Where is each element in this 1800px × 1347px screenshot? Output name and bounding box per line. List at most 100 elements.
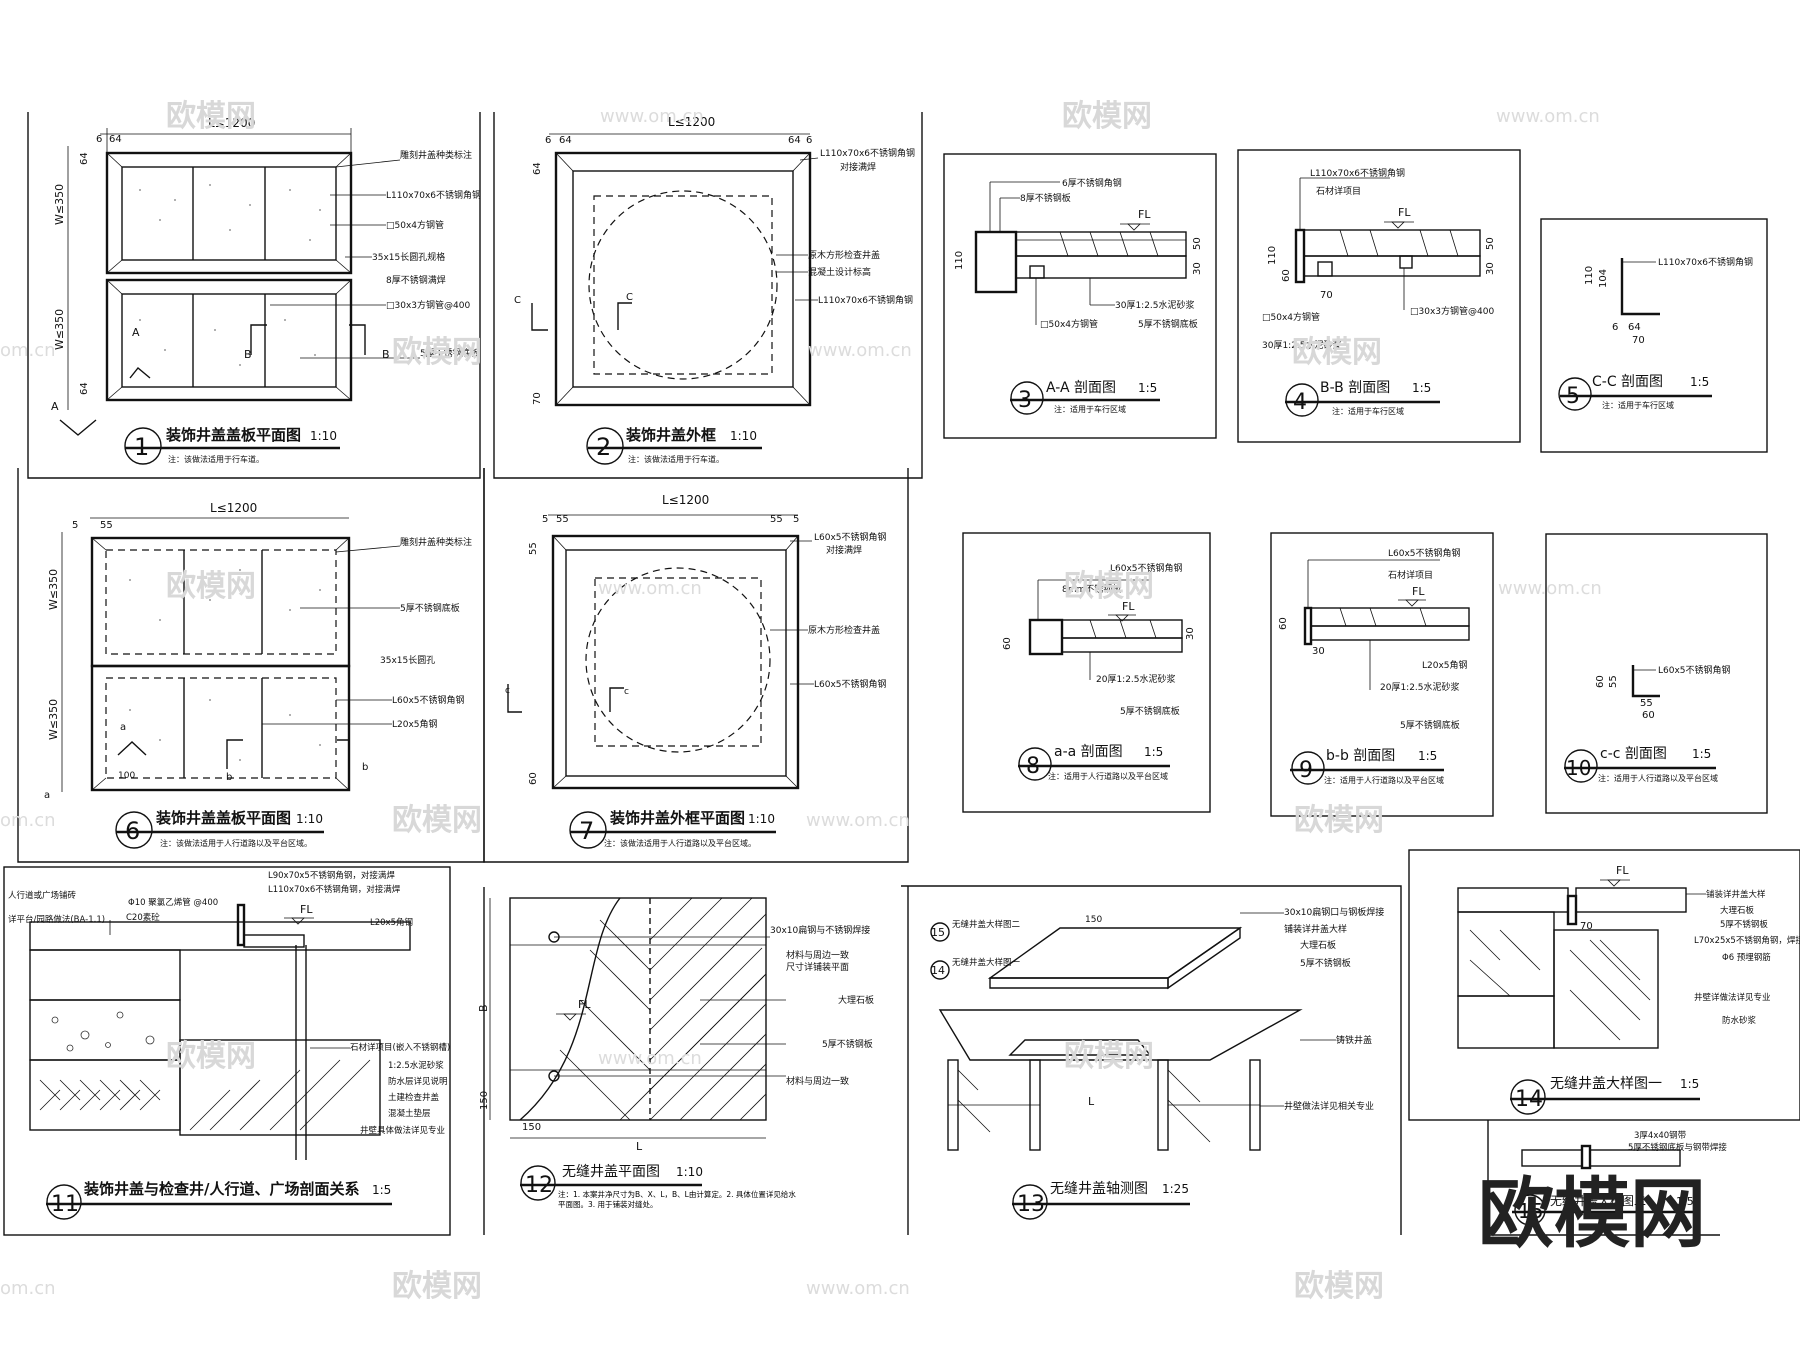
svg-text:1:10: 1:10 bbox=[748, 812, 775, 826]
svg-text:1:5: 1:5 bbox=[1144, 745, 1163, 759]
svg-text:5: 5 bbox=[542, 514, 548, 525]
svg-text:B-B 剖面图: B-B 剖面图 bbox=[1320, 380, 1390, 396]
svg-text:c: c bbox=[505, 686, 510, 696]
svg-text:1:10: 1:10 bbox=[310, 429, 337, 443]
detail-1-title: 1 装饰井盖盖板平面图 1:10 注：该做法适用于行车道。 bbox=[124, 426, 340, 465]
svg-text:铺装详井盖大样: 铺装详井盖大样 bbox=[1706, 889, 1766, 900]
svg-text:20厚1:2.5水泥砂浆: 20厚1:2.5水泥砂浆 bbox=[1380, 681, 1460, 693]
svg-text:B: B bbox=[477, 1004, 490, 1012]
svg-text:1:5: 1:5 bbox=[1680, 1077, 1699, 1091]
svg-text:B: B bbox=[382, 348, 390, 361]
svg-text:3厚4x40钢带: 3厚4x40钢带 bbox=[1634, 1130, 1687, 1141]
detail-3-section-aa: FL 110 50 30 6厚不锈钢角钢 8厚不锈钢板 30厚1:2.5水泥砂浆… bbox=[954, 177, 1203, 415]
svg-text:W≤350: W≤350 bbox=[53, 184, 66, 225]
svg-text:om.cn: om.cn bbox=[0, 340, 56, 361]
svg-text:www.om.cn: www.om.cn bbox=[808, 340, 912, 361]
svg-text:井壁详做法详见专业: 井壁详做法详见专业 bbox=[1694, 992, 1771, 1003]
svg-text:L20x5角钢: L20x5角钢 bbox=[1422, 659, 1468, 671]
svg-text:1:5: 1:5 bbox=[1676, 1195, 1694, 1208]
svg-text:64: 64 bbox=[1628, 322, 1641, 333]
svg-text:A: A bbox=[132, 326, 140, 339]
svg-text:对接满焊: 对接满焊 bbox=[840, 161, 876, 173]
svg-text:5厚不锈钢底板: 5厚不锈钢底板 bbox=[1138, 318, 1198, 330]
svg-text:W≤350: W≤350 bbox=[47, 699, 60, 740]
svg-text:www.om.cn: www.om.cn bbox=[598, 1048, 702, 1069]
svg-text:L: L bbox=[636, 1140, 643, 1153]
svg-text:www.om.cn: www.om.cn bbox=[806, 810, 910, 831]
svg-text:60: 60 bbox=[1281, 269, 1292, 282]
svg-text:FL: FL bbox=[1122, 600, 1135, 613]
svg-text:64: 64 bbox=[79, 382, 90, 395]
svg-text:□50x4方钢管: □50x4方钢管 bbox=[386, 219, 444, 231]
svg-text:30x10扁钢口与钢板焊接: 30x10扁钢口与钢板焊接 bbox=[1284, 906, 1384, 918]
svg-text:井壁做法详见相关专业: 井壁做法详见相关专业 bbox=[1284, 1100, 1374, 1112]
svg-text:b: b bbox=[362, 762, 368, 773]
svg-text:www.om.cn: www.om.cn bbox=[598, 578, 702, 599]
svg-text:64: 64 bbox=[79, 152, 90, 165]
svg-text:FL: FL bbox=[1138, 208, 1151, 221]
svg-text:欧模网: 欧模网 bbox=[1292, 335, 1382, 370]
svg-text:无缝井盖大样图一: 无缝井盖大样图一 bbox=[1550, 1076, 1662, 1092]
svg-text:70: 70 bbox=[532, 392, 543, 405]
svg-text:L60x5不锈钢角钢: L60x5不锈钢角钢 bbox=[814, 678, 887, 690]
detail-14-seamless-detail-1: FL 70 铺装详井盖大样 大理石板 5厚不锈钢板 L70x25x5不锈钢角钢，… bbox=[1457, 864, 1800, 1115]
svg-text:□50x4方钢管: □50x4方钢管 bbox=[1262, 311, 1320, 323]
svg-text:原木方形检查井盖: 原木方形检查井盖 bbox=[808, 624, 880, 636]
svg-text:装饰井盖外框平面图: 装饰井盖外框平面图 bbox=[609, 809, 745, 827]
svg-text:55: 55 bbox=[556, 514, 569, 525]
svg-text:1:5: 1:5 bbox=[372, 1183, 391, 1197]
svg-text:5厚不锈钢板: 5厚不锈钢板 bbox=[822, 1038, 873, 1050]
svg-text:装饰井盖盖板平面图: 装饰井盖盖板平面图 bbox=[165, 426, 301, 444]
svg-text:a: a bbox=[120, 722, 126, 733]
svg-text:6: 6 bbox=[545, 135, 551, 146]
svg-text:石材详项目(嵌入不锈钢槽): 石材详项目(嵌入不锈钢槽) bbox=[350, 1042, 450, 1053]
svg-text:FL: FL bbox=[1398, 206, 1411, 219]
svg-text:5厚不锈钢底板: 5厚不锈钢底板 bbox=[1120, 705, 1180, 717]
watermarks: 欧模网 www.om.cn 欧模网 www.om.cn 欧模网 www.om.c… bbox=[0, 99, 1706, 1304]
svg-text:30厚1:2.5水泥砂浆: 30厚1:2.5水泥砂浆 bbox=[1115, 299, 1195, 311]
svg-text:L≤1200: L≤1200 bbox=[662, 493, 709, 507]
svg-text:Φ10 聚氯乙烯管 @400: Φ10 聚氯乙烯管 @400 bbox=[128, 897, 218, 908]
svg-text:装饰井盖与检查井/人行道、广场剖面关系: 装饰井盖与检查井/人行道、广场剖面关系 bbox=[83, 1180, 359, 1198]
svg-text:FL: FL bbox=[578, 998, 591, 1011]
svg-text:无缝井盖大样图二: 无缝井盖大样图二 bbox=[1550, 1193, 1646, 1208]
svg-text:L110x70x6不锈钢角钢: L110x70x6不锈钢角钢 bbox=[1310, 167, 1405, 179]
svg-text:15: 15 bbox=[931, 926, 945, 939]
svg-text:W≤350: W≤350 bbox=[47, 569, 60, 610]
svg-text:60: 60 bbox=[1002, 637, 1013, 650]
svg-text:1:5: 1:5 bbox=[1690, 375, 1709, 389]
svg-text:装饰井盖盖板平面图: 装饰井盖盖板平面图 bbox=[155, 809, 291, 827]
svg-text:14: 14 bbox=[931, 964, 945, 977]
svg-text:5厚不锈钢板: 5厚不锈钢板 bbox=[1300, 957, 1351, 969]
svg-text:L60x5不锈钢角钢: L60x5不锈钢角钢 bbox=[1110, 562, 1183, 574]
svg-text:L90x70x5不锈钢角钢，对接满焊: L90x70x5不锈钢角钢，对接满焊 bbox=[268, 870, 395, 881]
svg-text:30: 30 bbox=[1485, 262, 1496, 275]
svg-text:W≤350: W≤350 bbox=[53, 309, 66, 350]
svg-text:om.cn: om.cn bbox=[0, 810, 56, 831]
svg-text:100: 100 bbox=[118, 771, 135, 781]
detail-6-cover-plan: b b a a L≤1200 5 55 W≤350 W≤350 100 雕刻井盖… bbox=[44, 501, 472, 849]
svg-text:30: 30 bbox=[1185, 627, 1196, 640]
svg-text:1:5: 1:5 bbox=[1138, 381, 1157, 395]
svg-text:70: 70 bbox=[1632, 335, 1645, 346]
svg-text:L110x70x6不锈钢角钢: L110x70x6不锈钢角钢 bbox=[818, 294, 913, 306]
svg-text:om.cn: om.cn bbox=[0, 1278, 56, 1299]
svg-text:L20x5角钢: L20x5角钢 bbox=[370, 917, 413, 928]
svg-text:c: c bbox=[624, 687, 629, 697]
svg-text:104: 104 bbox=[1598, 269, 1609, 288]
svg-text:欧模网: 欧模网 bbox=[166, 569, 256, 604]
svg-text:防水砂浆: 防水砂浆 bbox=[1722, 1015, 1757, 1026]
svg-text:注：适用于车行区域: 注：适用于车行区域 bbox=[1332, 406, 1404, 416]
svg-text:L110x70x6不锈钢角钢: L110x70x6不锈钢角钢 bbox=[1658, 256, 1753, 268]
svg-text:6: 6 bbox=[806, 135, 812, 146]
detail-5-section-cc: 110 104 64 70 6 L110x70x6不锈钢角钢 5 C-C 剖面图… bbox=[1558, 256, 1753, 411]
svg-text:尺寸详铺装平面: 尺寸详铺装平面 bbox=[786, 961, 849, 973]
svg-text:无缝井盖轴测图: 无缝井盖轴测图 bbox=[1050, 1181, 1148, 1197]
svg-text:L: L bbox=[1088, 1095, 1095, 1108]
svg-text:1:25: 1:25 bbox=[1162, 1182, 1189, 1196]
svg-text:FL: FL bbox=[1412, 585, 1425, 598]
svg-text:64: 64 bbox=[559, 135, 572, 146]
svg-text:110: 110 bbox=[1267, 246, 1278, 265]
svg-text:雕刻井盖种类标注: 雕刻井盖种类标注 bbox=[400, 536, 472, 548]
svg-text:c-c 剖面图: c-c 剖面图 bbox=[1600, 746, 1667, 762]
